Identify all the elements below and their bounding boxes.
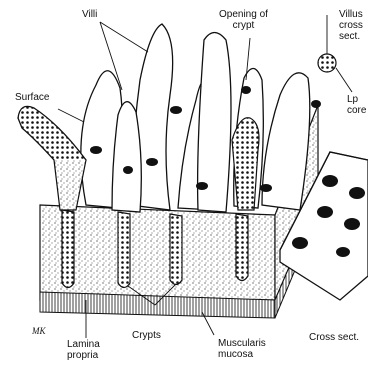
label-lp-core: Lp core: [347, 94, 366, 116]
label-surface: Surface: [15, 92, 49, 103]
label-villus-cross-sect: Villus cross sect.: [339, 9, 363, 42]
label-muscularis-mucosa: Muscularis mucosa: [218, 338, 266, 360]
villus-cross-section: [318, 54, 336, 72]
villi: [81, 24, 310, 212]
artist-signature: MK: [31, 326, 46, 336]
label-lamina-propria: Lamina propria: [67, 339, 100, 361]
label-cross-sect: Cross sect.: [309, 332, 359, 343]
label-crypts: Crypts: [132, 330, 161, 341]
label-opening-of-crypt: Opening of crypt: [219, 9, 268, 31]
label-villi: Villi: [82, 9, 97, 20]
